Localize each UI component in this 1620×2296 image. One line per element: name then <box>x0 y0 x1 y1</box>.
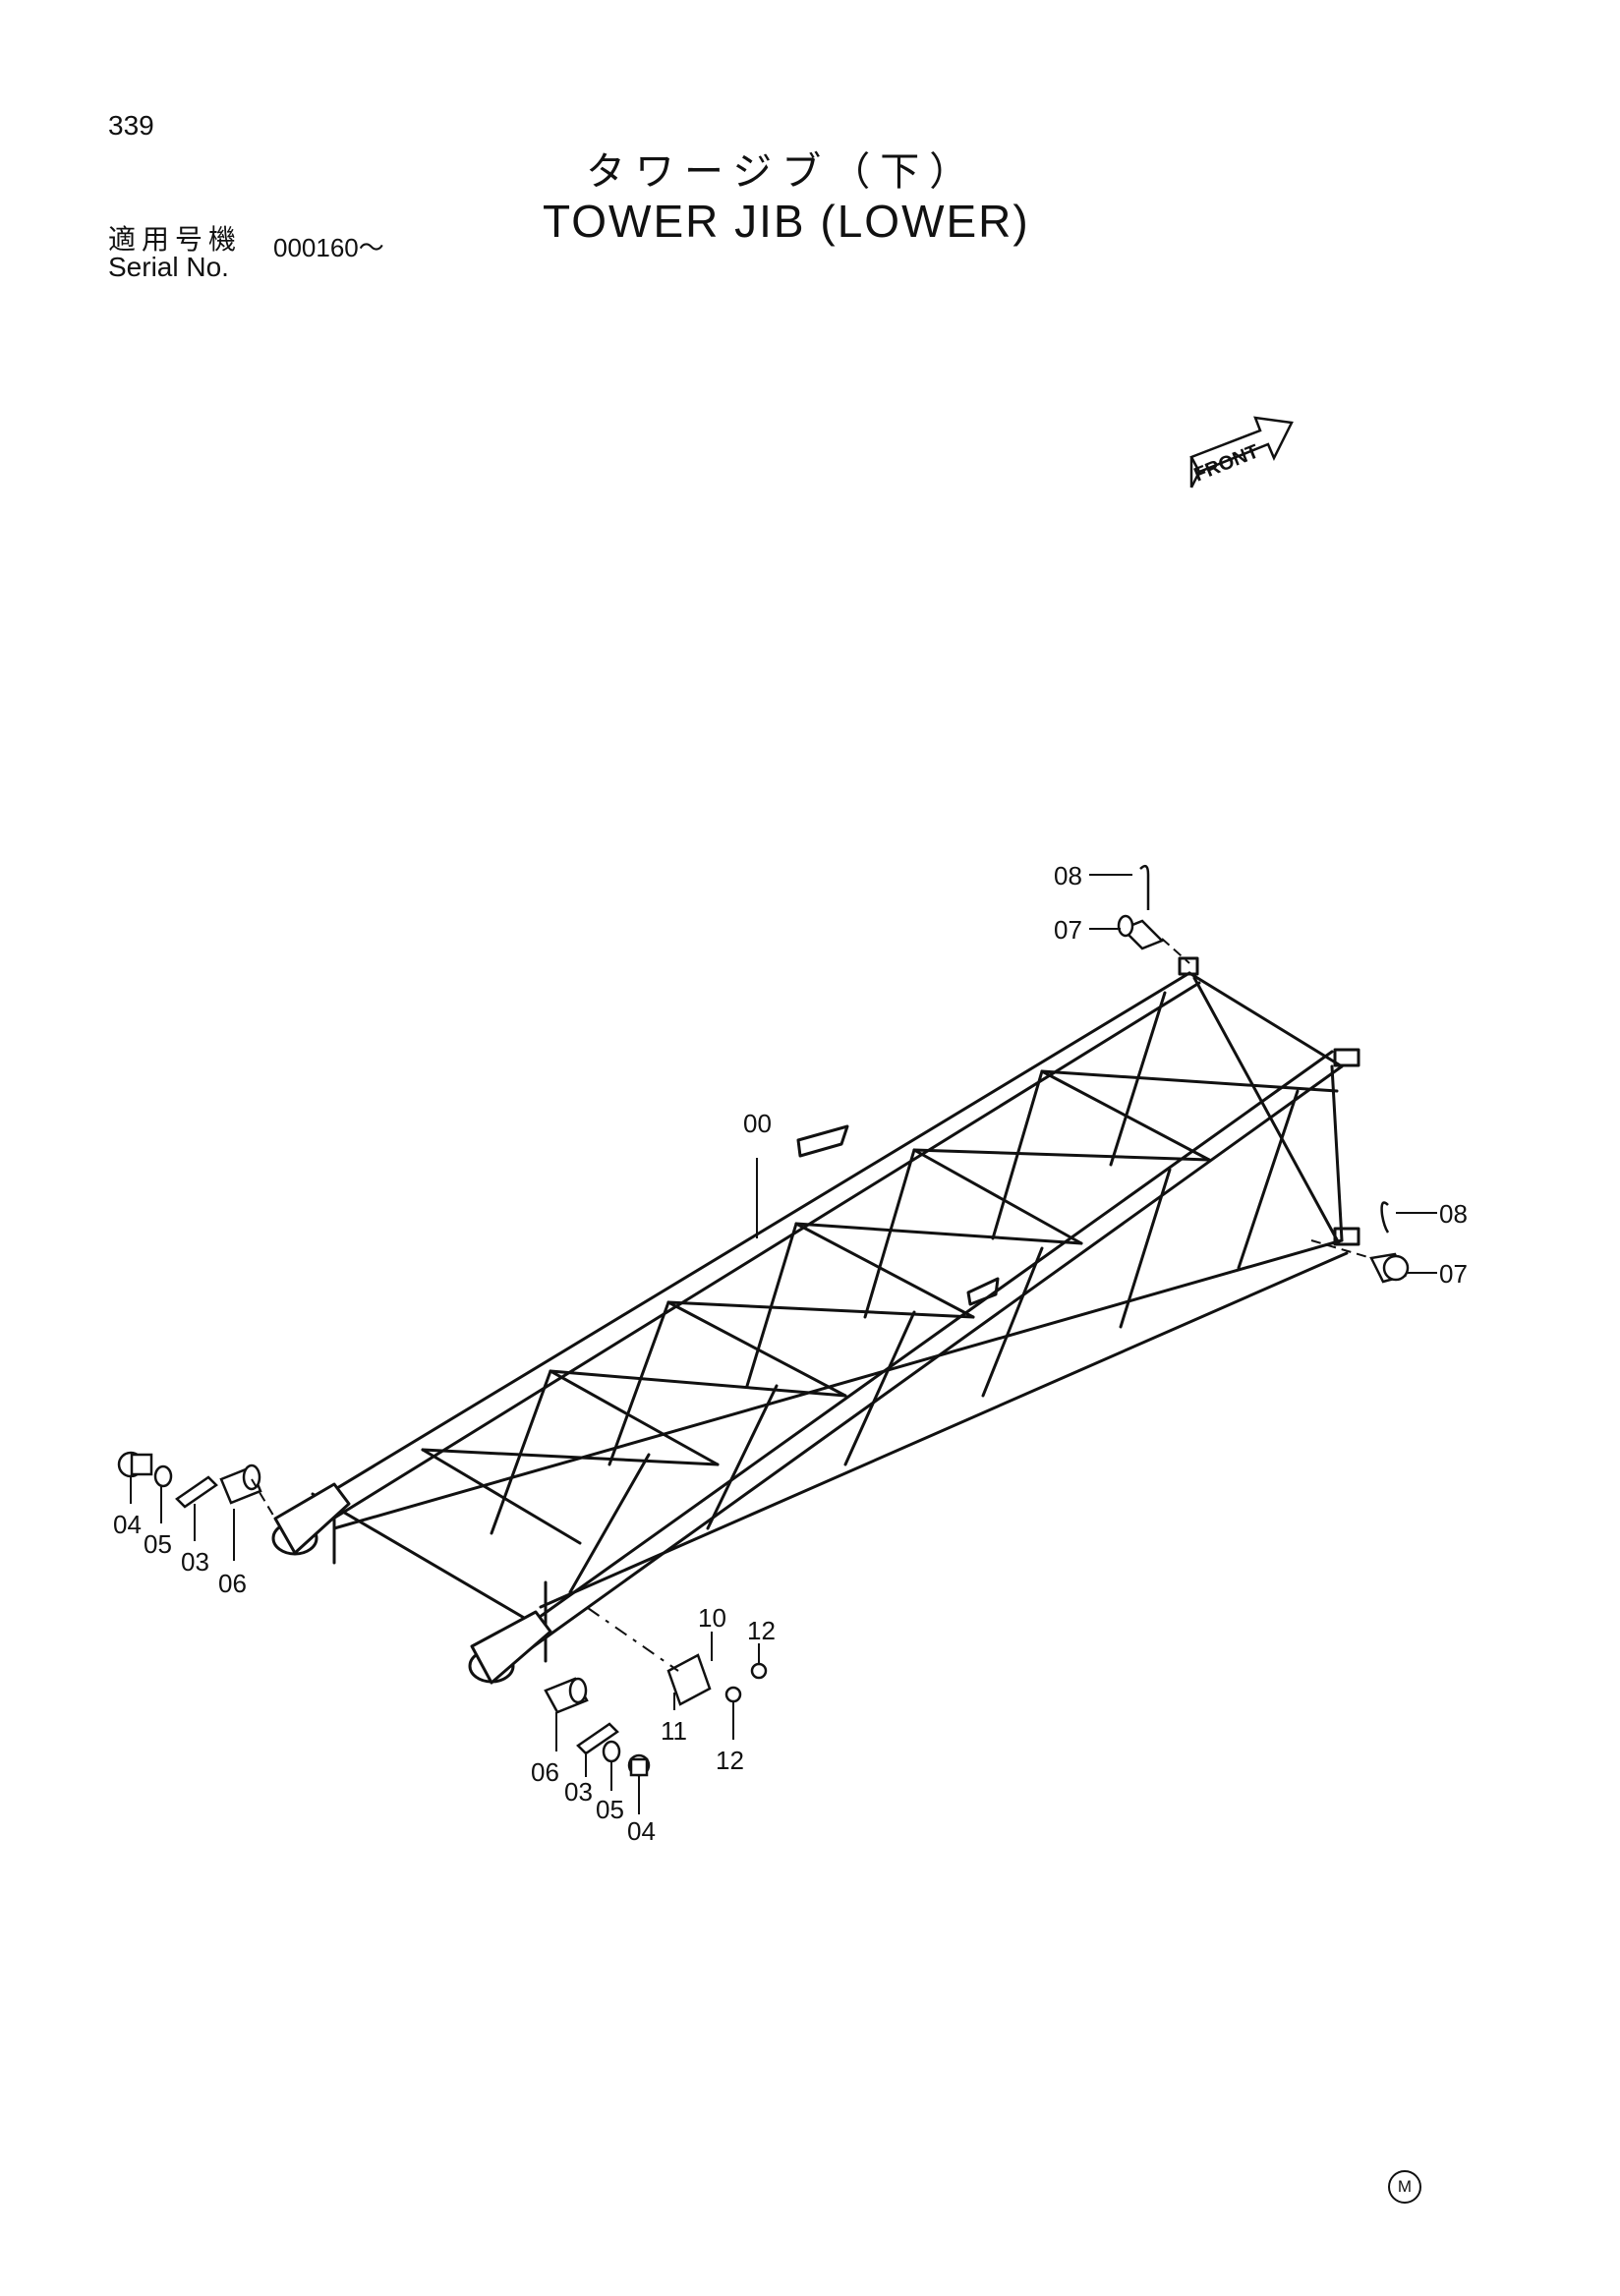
serial-label-japanese: 適用号機 <box>108 224 243 255</box>
callout-11: 11 <box>661 1716 687 1746</box>
callout-07-right: 07 <box>1439 1259 1468 1289</box>
clip-08-top <box>1139 864 1150 910</box>
clip-08-right <box>1380 1201 1390 1234</box>
callout-03-left: 03 <box>181 1547 209 1577</box>
title-japanese: タワージブ（下） <box>586 150 979 194</box>
callout-00: 00 <box>743 1109 772 1138</box>
callout-10: 10 <box>698 1603 726 1633</box>
leader-lines <box>130 874 1437 1814</box>
plate-03-left <box>175 1475 218 1509</box>
callout-05-left: 05 <box>144 1529 172 1559</box>
corner-mark: M <box>1388 2170 1421 2204</box>
screw-12-lower <box>724 1686 742 1703</box>
callout-06-left: 06 <box>218 1569 247 1598</box>
callout-08-right: 08 <box>1439 1199 1468 1229</box>
plate-10-11 <box>666 1653 712 1706</box>
serial-value: 000160～ <box>273 233 384 262</box>
callout-06-bottom: 06 <box>531 1757 559 1787</box>
callout-07-top: 07 <box>1054 915 1082 945</box>
callout-04-bottom: 04 <box>627 1816 656 1846</box>
front-arrow: FRONT <box>1189 416 1294 488</box>
callout-05-bottom: 05 <box>596 1795 624 1824</box>
callout-03-bottom: 03 <box>564 1777 593 1807</box>
callout-04-left: 04 <box>113 1510 142 1539</box>
serial-label-english: Serial No. <box>108 252 229 282</box>
callout-12-lower: 12 <box>716 1746 744 1775</box>
plate-03-bottom <box>576 1722 619 1755</box>
callout-08-top: 08 <box>1054 861 1082 890</box>
callout-12-upper: 12 <box>747 1616 776 1645</box>
tower-jib-frame <box>271 956 1360 1685</box>
screw-12-upper <box>750 1662 768 1680</box>
page-number: 339 <box>108 110 154 141</box>
title-english: TOWER JIB (LOWER) <box>543 196 1030 247</box>
washer-05-bottom <box>602 1740 621 1763</box>
washer-05-left <box>153 1464 173 1488</box>
